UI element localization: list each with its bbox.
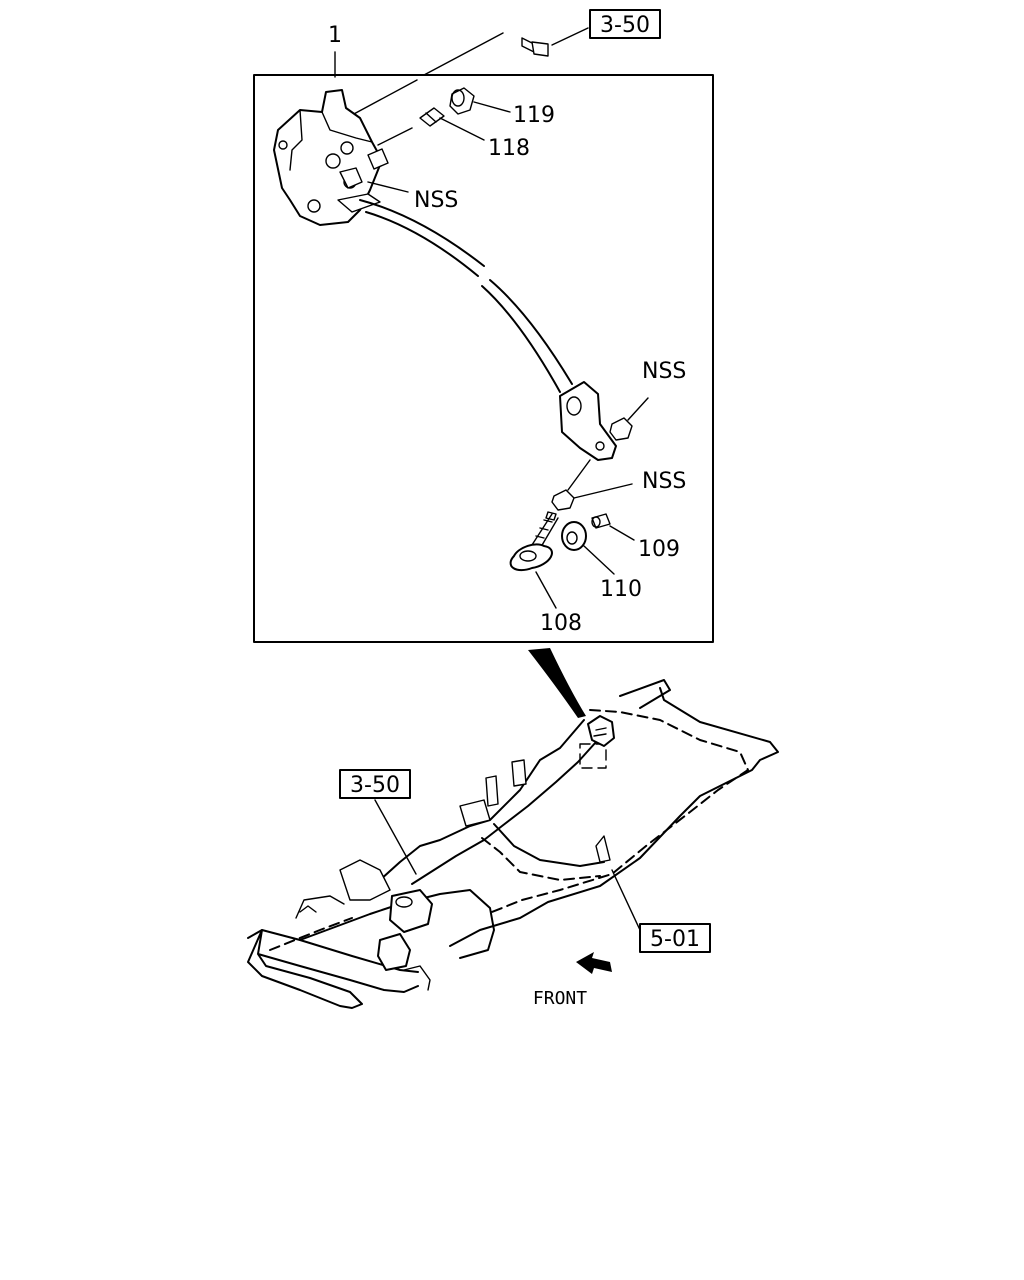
detail-frame: [253, 74, 714, 643]
bolt-leader: [351, 32, 504, 116]
location-arrow: [528, 648, 586, 718]
frame-ref-leader-left: [374, 799, 417, 875]
bolt-108-icon: [509, 511, 559, 572]
callout-110: 110: [600, 577, 642, 602]
vehicle-frame: [247, 679, 779, 1009]
ref-box-5-01[interactable]: 5-01: [639, 923, 711, 953]
bolt-icon: [521, 27, 589, 57]
nut-lower-icon: [551, 489, 575, 511]
front-arrow-icon: [576, 952, 612, 974]
assembly-number: 1: [328, 23, 342, 48]
svg-text:3-50: 3-50: [600, 13, 650, 38]
svg-text:3-50: 3-50: [350, 773, 400, 798]
ref-box-3-50-frame[interactable]: 3-50: [339, 769, 411, 799]
ref-box-3-50-top[interactable]: 3-50: [589, 9, 661, 39]
callout-nss-middle: NSS: [642, 359, 686, 384]
nut-icon: [609, 417, 633, 441]
bracket-leader: [567, 459, 591, 491]
frame-ref-leader-right: [611, 869, 641, 931]
svg-text:5-01: 5-01: [650, 927, 700, 952]
pump-assembly: [273, 89, 389, 226]
callout-nss-upper: NSS: [414, 188, 458, 213]
callout-118: 118: [488, 136, 530, 161]
callout-nss-lower: NSS: [642, 469, 686, 494]
fitting-leader: [377, 127, 413, 146]
fitting-118-icon: [419, 107, 445, 127]
callout-108: 108: [540, 611, 582, 636]
rod-icon: [359, 199, 573, 393]
front-label: FRONT: [533, 988, 587, 1009]
callout-109: 109: [638, 537, 680, 562]
callout-119: 119: [513, 103, 555, 128]
bracket-icon: [559, 381, 617, 461]
bushing-110-icon: [561, 521, 587, 551]
cap-119-icon: [449, 87, 475, 115]
sleeve-109-icon: [591, 513, 611, 529]
